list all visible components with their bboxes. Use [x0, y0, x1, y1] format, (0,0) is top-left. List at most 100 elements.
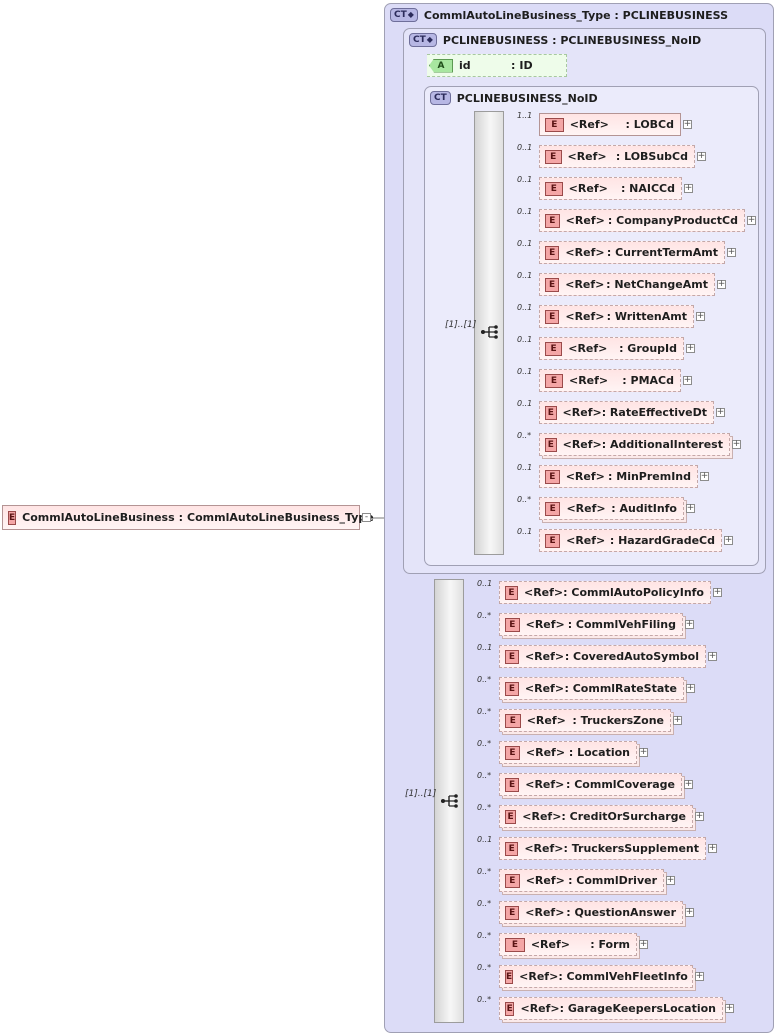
expand-toggle[interactable]: +: [695, 811, 704, 821]
element-box[interactable]: E<Ref>: LOBCd: [539, 113, 681, 136]
element-box[interactable]: E<Ref>: HazardGradeCd: [539, 529, 722, 552]
element-box[interactable]: E<Ref>: CoveredAutoSymbol: [499, 645, 706, 668]
noid-complex-type-label: PCLINEBUSINESS_NoID: [456, 91, 598, 105]
collapse-toggle-root[interactable]: -: [362, 513, 371, 522]
expand-toggle[interactable]: +: [700, 471, 709, 481]
expand-toggle[interactable]: +: [725, 1003, 734, 1013]
element-box[interactable]: E<Ref>: PMACd: [539, 369, 681, 392]
element-box[interactable]: E<Ref>: TruckersZone: [499, 709, 671, 732]
expand-toggle[interactable]: +: [639, 939, 648, 949]
root-element-box[interactable]: E CommlAutoLineBusiness : CommlAutoLineB…: [2, 505, 374, 530]
attribute-id[interactable]: A id : ID: [427, 54, 567, 77]
element-ref-label: <Ref>: [524, 650, 565, 663]
expand-toggle[interactable]: +: [686, 343, 695, 353]
element-ref-label: <Ref>: [568, 182, 608, 195]
element-badge: E: [545, 501, 561, 516]
expand-toggle[interactable]: +: [696, 311, 705, 321]
element-box[interactable]: E<Ref>: CurrentTermAmt: [539, 241, 725, 264]
element-box[interactable]: E<Ref>: AuditInfo: [539, 497, 684, 520]
element-box[interactable]: E<Ref>: RateEffectiveDt: [539, 401, 714, 424]
element-box[interactable]: E<Ref>: CompanyProductCd: [539, 209, 745, 232]
expand-toggle[interactable]: +: [684, 779, 693, 789]
expand-toggle[interactable]: +: [717, 279, 726, 289]
element-box[interactable]: E<Ref>: CommlVehFiling: [499, 613, 683, 636]
element-badge: E: [505, 745, 520, 760]
expand-toggle[interactable]: +: [686, 503, 695, 513]
element-name: : Form: [590, 938, 630, 951]
expand-toggle[interactable]: +: [685, 619, 694, 629]
element-ref-label: <Ref>: [565, 278, 605, 291]
element-name: : CreditOrSurcharge: [561, 810, 686, 823]
expand-toggle[interactable]: +: [686, 683, 695, 693]
element-box[interactable]: E<Ref>: GarageKeepersLocation: [499, 997, 723, 1020]
element-badge: E: [505, 937, 525, 952]
expand-toggle[interactable]: +: [673, 715, 682, 725]
expand-toggle[interactable]: +: [716, 407, 725, 417]
element-box[interactable]: E<Ref>: QuestionAnswer: [499, 901, 683, 924]
element-cardinality: 0..1: [477, 835, 493, 844]
element-name: : AdditionalInterest: [601, 438, 723, 451]
element-box[interactable]: E<Ref>: MinPremInd: [539, 465, 698, 488]
element-box[interactable]: E<Ref>: CommlDriver: [499, 869, 664, 892]
expand-toggle[interactable]: +: [724, 535, 733, 545]
element-name: : RateEffectiveDt: [601, 406, 707, 419]
complex-type-badge: CT◆: [390, 8, 418, 22]
element-cardinality: 0..*: [477, 899, 492, 908]
element-box[interactable]: E<Ref>: CreditOrSurcharge: [499, 805, 693, 828]
element-badge: E: [545, 341, 563, 356]
element-cardinality: 0..*: [477, 611, 492, 620]
element-box[interactable]: E<Ref>: LOBSubCd: [539, 145, 695, 168]
element-box[interactable]: E<Ref>: GroupId: [539, 337, 684, 360]
element-box[interactable]: E<Ref>: CommlCoverage: [499, 773, 682, 796]
element-name: : MinPremInd: [608, 470, 691, 483]
element-name: : TruckersZone: [572, 714, 664, 727]
sequence-icon: [441, 794, 458, 808]
element-name: : CoveredAutoSymbol: [564, 650, 699, 663]
expand-toggle[interactable]: +: [747, 215, 756, 225]
element-ref-label: <Ref>: [530, 938, 570, 951]
element-ref-label: <Ref>: [519, 970, 559, 983]
element-name: : CompanyProductCd: [607, 214, 738, 227]
element-cardinality: 0..1: [517, 303, 533, 312]
element-box[interactable]: E<Ref>: CommlAutoPolicyInfo: [499, 581, 711, 604]
sequence-icon: [481, 325, 498, 339]
element-ref-label: <Ref>: [525, 906, 565, 919]
element-ref-label: <Ref>: [565, 310, 605, 323]
element-box[interactable]: E<Ref>: WrittenAmt: [539, 305, 694, 328]
expand-toggle[interactable]: +: [639, 747, 648, 757]
expand-toggle[interactable]: +: [695, 971, 704, 981]
element-cardinality: 0..1: [517, 335, 533, 344]
element-box[interactable]: E<Ref>: TruckersSupplement: [499, 837, 706, 860]
element-ref-label: <Ref>: [568, 342, 608, 355]
expand-toggle[interactable]: +: [708, 843, 717, 853]
expand-toggle[interactable]: +: [683, 119, 692, 129]
element-ref-label: <Ref>: [567, 150, 607, 163]
expand-toggle[interactable]: +: [708, 651, 717, 661]
element-box[interactable]: E<Ref>: CommlRateState: [499, 677, 684, 700]
element-box[interactable]: E<Ref>: NAICCd: [539, 177, 682, 200]
expand-toggle[interactable]: +: [732, 439, 741, 449]
element-box[interactable]: E<Ref>: NetChangeAmt: [539, 273, 715, 296]
inner-sequence-cardinality: [1]..[1]: [445, 320, 477, 330]
element-ref-label: <Ref>: [524, 842, 564, 855]
element-box[interactable]: E<Ref>: CommlVehFleetInfo: [499, 965, 693, 988]
expand-toggle[interactable]: +: [666, 875, 675, 885]
element-box[interactable]: E <Ref> : Form: [499, 933, 637, 956]
element-badge: E: [545, 373, 563, 388]
element-badge: E: [505, 585, 518, 600]
expand-toggle[interactable]: +: [683, 375, 692, 385]
expand-toggle[interactable]: +: [713, 587, 722, 597]
expand-toggle[interactable]: +: [727, 247, 736, 257]
outer-complex-type-label: CommlAutoLineBusiness_Type : PCLINEBUSIN…: [423, 8, 729, 22]
inner-complex-type-label: PCLINEBUSINESS : PCLINEBUSINESS_NoID: [442, 33, 702, 47]
expand-toggle[interactable]: +: [685, 907, 694, 917]
attribute-name: id: [459, 59, 471, 72]
element-box[interactable]: E<Ref>: AdditionalInterest: [539, 433, 730, 456]
element-ref-label: <Ref>: [526, 714, 566, 727]
element-box[interactable]: E<Ref>: Location: [499, 741, 637, 764]
element-ref-label: <Ref>: [562, 406, 602, 419]
element-cardinality: 0..*: [477, 771, 492, 780]
expand-toggle[interactable]: +: [697, 151, 706, 161]
expand-toggle[interactable]: +: [684, 183, 693, 193]
